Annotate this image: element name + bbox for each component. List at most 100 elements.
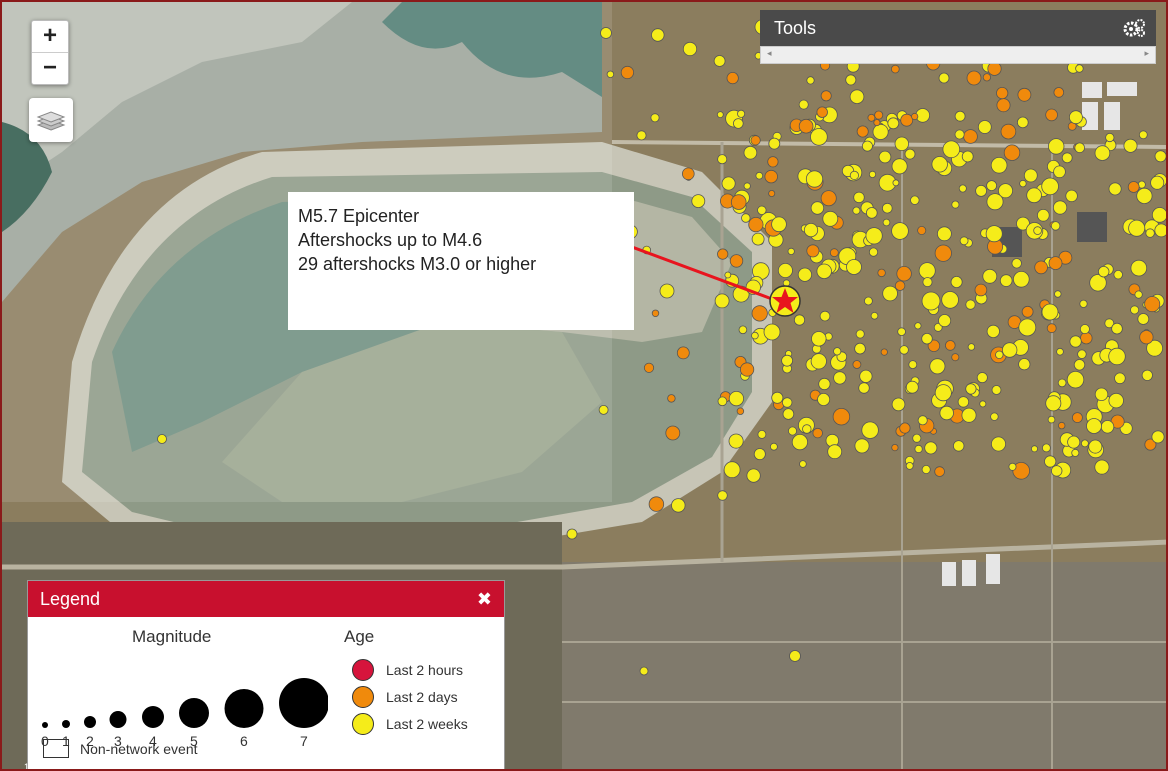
earthquake-marker[interactable] xyxy=(1130,259,1148,277)
earthquake-marker[interactable] xyxy=(986,180,997,192)
earthquake-marker[interactable] xyxy=(872,123,889,140)
earthquake-marker[interactable] xyxy=(1053,87,1065,98)
earthquake-marker[interactable] xyxy=(865,227,883,245)
earthquake-marker[interactable] xyxy=(967,343,976,351)
earthquake-marker[interactable] xyxy=(934,244,952,262)
earthquake-marker[interactable] xyxy=(833,371,847,385)
earthquake-marker[interactable] xyxy=(1018,358,1031,371)
earthquake-marker[interactable] xyxy=(873,119,881,127)
earthquake-marker[interactable] xyxy=(854,438,870,454)
earthquake-marker[interactable] xyxy=(1045,108,1058,122)
earthquake-marker[interactable] xyxy=(892,179,900,187)
earthquake-marker[interactable] xyxy=(810,201,825,215)
earthquake-marker[interactable] xyxy=(924,441,938,455)
earthquake-marker[interactable] xyxy=(732,118,744,129)
earthquake-marker[interactable] xyxy=(651,28,665,42)
scroll-left-icon[interactable]: ◂ xyxy=(767,48,772,58)
earthquake-marker[interactable] xyxy=(1065,189,1078,203)
earthquake-marker[interactable] xyxy=(737,109,746,118)
earthquake-marker[interactable] xyxy=(819,310,831,322)
earthquake-marker[interactable] xyxy=(1114,372,1126,385)
earthquake-marker[interactable] xyxy=(1154,150,1166,163)
earthquake-marker[interactable] xyxy=(768,189,776,197)
earthquake-marker[interactable] xyxy=(1047,138,1065,155)
earthquake-marker[interactable] xyxy=(942,140,961,159)
earthquake-marker[interactable] xyxy=(1057,378,1067,388)
earthquake-marker[interactable] xyxy=(1108,347,1126,366)
earthquake-marker[interactable] xyxy=(1144,296,1161,313)
earthquake-marker[interactable] xyxy=(1061,152,1073,164)
earthquake-marker[interactable] xyxy=(1134,290,1143,299)
earthquake-marker[interactable] xyxy=(1011,258,1022,269)
earthquake-marker[interactable] xyxy=(977,120,992,134)
earthquake-marker[interactable] xyxy=(852,206,861,215)
earthquake-marker[interactable] xyxy=(1053,200,1068,215)
earthquake-marker[interactable] xyxy=(976,372,988,384)
earthquake-marker[interactable] xyxy=(1021,305,1034,318)
earthquake-marker[interactable] xyxy=(1075,64,1084,73)
earthquake-marker[interactable] xyxy=(1050,465,1063,477)
earthquake-marker[interactable] xyxy=(1079,324,1090,335)
earthquake-marker[interactable] xyxy=(878,150,892,164)
earthquake-marker[interactable] xyxy=(717,154,728,165)
earthquake-marker[interactable] xyxy=(771,391,784,404)
earthquake-marker[interactable] xyxy=(986,193,1004,211)
close-icon[interactable]: ✖ xyxy=(476,588,492,609)
earthquake-marker[interactable] xyxy=(951,353,960,362)
earthquake-marker[interactable] xyxy=(853,191,865,204)
tools-header[interactable]: Tools xyxy=(760,10,1156,46)
earthquake-marker[interactable] xyxy=(965,383,977,395)
earthquake-marker[interactable] xyxy=(1026,187,1042,204)
earthquake-marker[interactable] xyxy=(1071,448,1080,457)
earthquake-marker[interactable] xyxy=(789,650,801,662)
earthquake-marker[interactable] xyxy=(891,222,909,240)
earthquake-marker[interactable] xyxy=(1002,342,1018,358)
earthquake-marker[interactable] xyxy=(767,156,779,168)
earthquake-marker[interactable] xyxy=(726,72,739,85)
earthquake-marker[interactable] xyxy=(979,400,987,408)
earthquake-marker[interactable] xyxy=(965,299,976,310)
earthquake-marker[interactable] xyxy=(1077,349,1087,359)
earthquake-marker[interactable] xyxy=(741,213,751,223)
earthquake-marker[interactable] xyxy=(771,216,787,233)
zoom-out-button[interactable]: − xyxy=(32,52,68,84)
earthquake-marker[interactable] xyxy=(961,407,977,423)
earthquake-marker[interactable] xyxy=(849,170,860,180)
earthquake-marker[interactable] xyxy=(717,490,728,501)
earthquake-marker[interactable] xyxy=(987,61,1002,76)
earthquake-marker[interactable] xyxy=(982,268,998,284)
earthquake-marker[interactable] xyxy=(1154,223,1168,238)
earthquake-marker[interactable] xyxy=(1066,371,1085,389)
earthquake-marker[interactable] xyxy=(763,323,781,341)
earthquake-marker[interactable] xyxy=(914,444,923,454)
earthquake-marker[interactable] xyxy=(1019,179,1027,188)
earthquake-marker[interactable] xyxy=(798,118,814,134)
earthquake-marker[interactable] xyxy=(917,225,927,235)
earthquake-marker[interactable] xyxy=(636,130,647,141)
earthquake-marker[interactable] xyxy=(729,254,744,268)
earthquake-marker[interactable] xyxy=(1018,318,1037,337)
earthquake-marker[interactable] xyxy=(1050,221,1061,231)
earthquake-marker[interactable] xyxy=(805,170,824,188)
earthquake-marker[interactable] xyxy=(845,74,857,86)
earthquake-marker[interactable] xyxy=(1067,435,1081,449)
earthquake-marker[interactable] xyxy=(998,183,1014,199)
tools-scrollbar[interactable]: ◂ ▸ xyxy=(760,46,1156,64)
earthquake-marker[interactable] xyxy=(954,129,965,140)
earthquake-marker[interactable] xyxy=(1016,116,1029,129)
earthquake-marker[interactable] xyxy=(1130,305,1140,315)
earthquake-marker[interactable] xyxy=(691,194,706,209)
earthquake-marker[interactable] xyxy=(890,64,900,74)
earthquake-marker[interactable] xyxy=(1094,145,1111,161)
scroll-right-icon[interactable]: ▸ xyxy=(1144,48,1149,58)
earthquake-marker[interactable] xyxy=(717,248,729,260)
earthquake-marker[interactable] xyxy=(1100,420,1115,434)
earthquake-marker[interactable] xyxy=(894,280,906,291)
earthquake-marker[interactable] xyxy=(999,274,1013,287)
earthquake-marker[interactable] xyxy=(739,362,755,377)
earthquake-marker[interactable] xyxy=(797,267,813,282)
earthquake-marker[interactable] xyxy=(908,360,918,370)
earthquake-marker[interactable] xyxy=(1008,462,1017,471)
earthquake-marker[interactable] xyxy=(921,291,941,311)
earthquake-marker[interactable] xyxy=(716,111,724,118)
